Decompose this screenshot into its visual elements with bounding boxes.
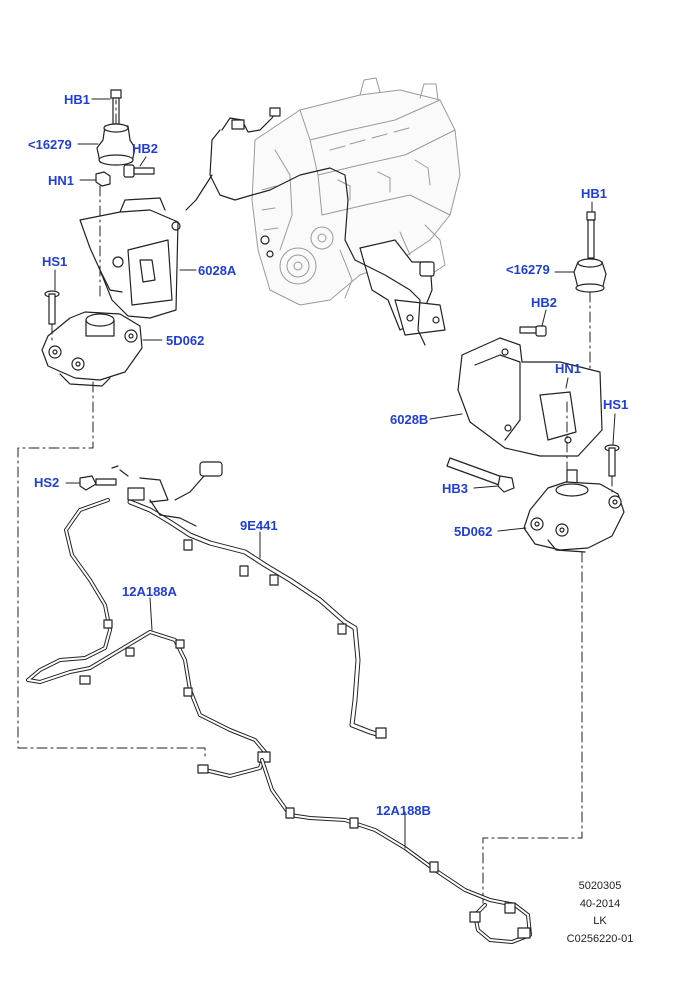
left-mount-assembly xyxy=(41,89,181,387)
callout-9e441: 9E441 xyxy=(240,518,278,533)
callout-hb3: HB3 xyxy=(442,481,469,496)
callout-hb2-right: HB2 xyxy=(531,295,558,310)
callout-5d062-left: 5D062 xyxy=(166,333,205,348)
callout-12a188a: 12A188A xyxy=(122,584,177,599)
right-alignment-lines xyxy=(482,291,613,911)
callout-hb2-left: HB2 xyxy=(132,141,159,156)
right-mount-assembly xyxy=(446,211,625,553)
callout-hb1-right: HB1 xyxy=(581,186,608,201)
left-alignment-lines xyxy=(17,99,206,761)
reference-number: 5020305 xyxy=(578,880,622,892)
callout-hn1-left: HN1 xyxy=(48,173,75,188)
leader-lines xyxy=(54,98,616,849)
callout-hs1-right: HS1 xyxy=(603,397,629,412)
callout-hb1-left: HB1 xyxy=(64,92,91,107)
reference-date: 40-2014 xyxy=(579,898,621,910)
callout-hn1-right: HN1 xyxy=(555,361,582,376)
harness-12a188a xyxy=(26,498,267,778)
reference-code: C0256220-01 xyxy=(566,933,634,945)
callout-6028b: 6028B xyxy=(390,412,429,427)
callout-hs2: HS2 xyxy=(34,475,60,490)
engine-harness xyxy=(209,129,426,346)
harness-connector-cluster xyxy=(79,461,223,527)
callout-16279-left: <16279 xyxy=(28,137,72,152)
engine-mount-bracket xyxy=(260,235,446,336)
callout-hs1-left: HS1 xyxy=(42,254,68,269)
callout-12a188b: 12A188B xyxy=(376,803,431,818)
harness-12a188b xyxy=(260,758,532,944)
callout-16279-right: <16279 xyxy=(506,262,550,277)
engine-block xyxy=(251,77,461,306)
callout-5d062-right: 5D062 xyxy=(454,524,493,539)
reference-initials: LK xyxy=(593,915,607,927)
callout-6028a: 6028A xyxy=(198,263,237,278)
